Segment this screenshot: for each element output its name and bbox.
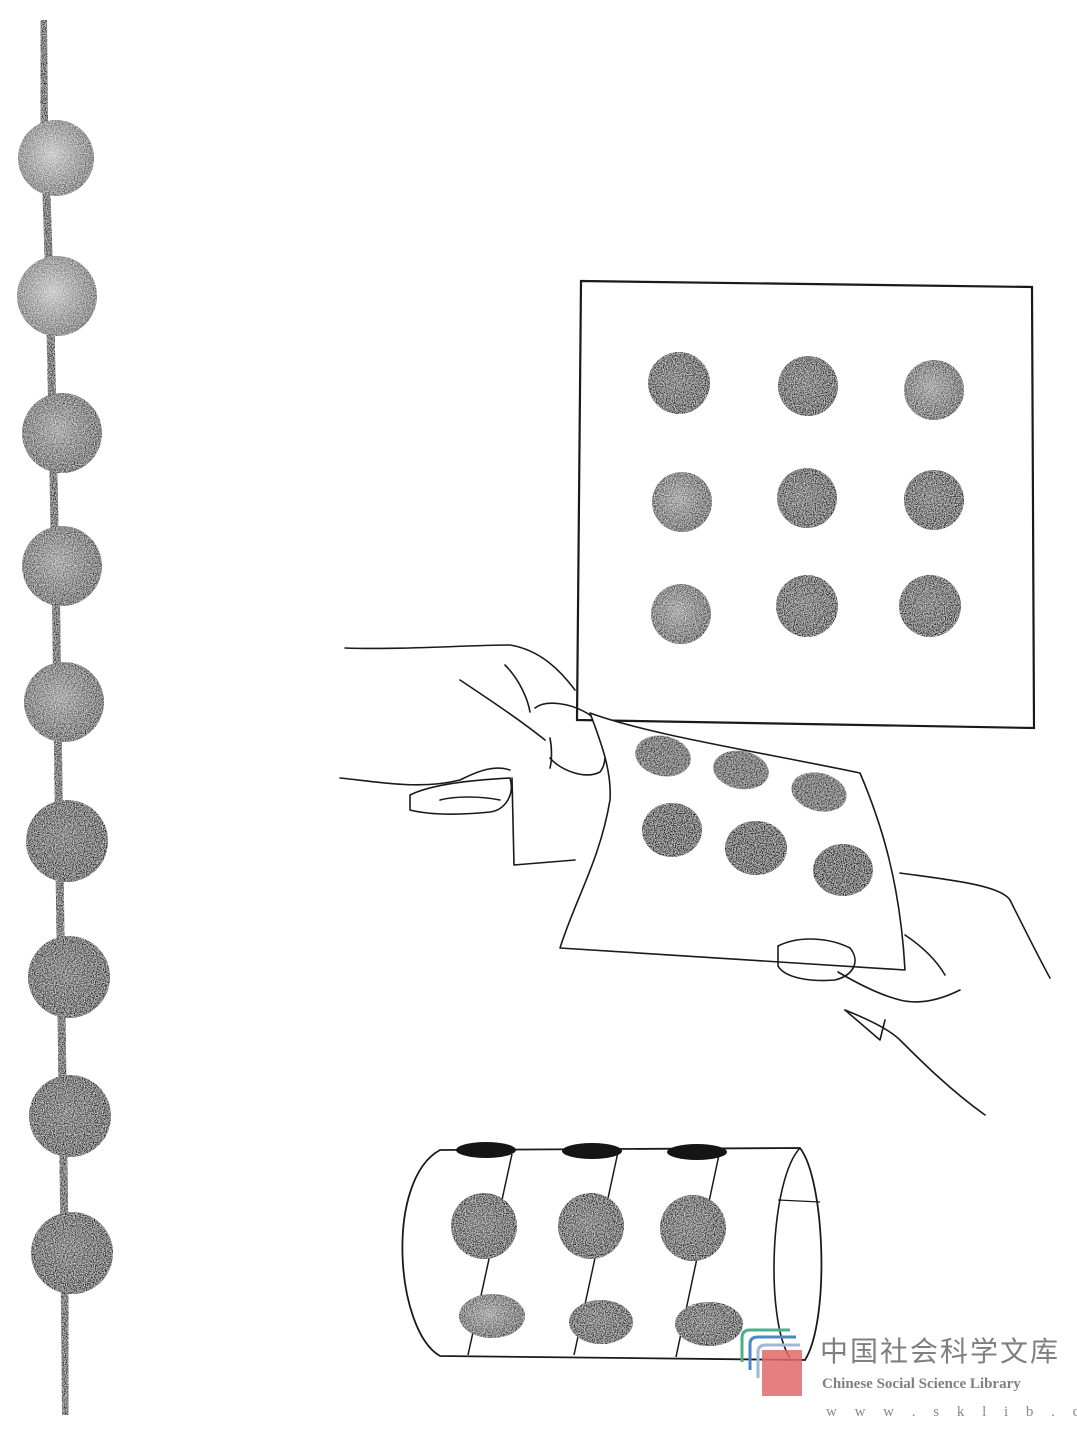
dot — [904, 360, 964, 420]
right-thumb — [777, 938, 856, 982]
watermark-title-en: Chinese Social Science Library — [822, 1376, 1021, 1392]
dot — [456, 1142, 516, 1158]
cylinder-sheet — [401, 1142, 823, 1361]
bead — [29, 1075, 111, 1157]
right-wrist — [844, 1009, 986, 1116]
left-thumb-nail — [549, 737, 553, 769]
bead — [17, 256, 97, 336]
left-arm-top — [344, 644, 576, 691]
dot — [642, 803, 702, 857]
dot — [569, 1300, 633, 1344]
dot — [660, 1195, 726, 1261]
left-arm-bottom — [339, 767, 511, 786]
dot — [451, 1193, 517, 1259]
left-hand-crease — [459, 679, 546, 741]
watermark-url: w w w . s k l i b . c n — [826, 1404, 1077, 1420]
watermark-title-zh: 中国社会科学文库 — [820, 1335, 1061, 1368]
cylinder-back-edge — [773, 1147, 801, 1359]
dot — [904, 470, 964, 530]
bead — [31, 1212, 113, 1294]
right-arm-top — [899, 872, 1051, 979]
right-cuff — [844, 1009, 886, 1041]
dot — [713, 750, 769, 790]
right-hand-crease — [904, 934, 946, 976]
bead — [22, 393, 102, 473]
logo-red-block — [762, 1350, 802, 1396]
bead — [22, 526, 102, 606]
dot — [635, 735, 691, 777]
dot — [459, 1294, 525, 1338]
dot — [648, 352, 710, 414]
bead-string — [17, 19, 113, 1416]
bead — [24, 662, 104, 742]
right-hand-lower — [837, 971, 961, 1003]
bead — [18, 120, 94, 196]
bead — [26, 800, 108, 882]
logo-stroke-lightblue — [756, 1343, 800, 1378]
dot — [899, 575, 961, 637]
flat-sheet — [575, 279, 1036, 730]
dot — [725, 821, 787, 875]
dot — [776, 575, 838, 637]
bent-sheet-dots — [635, 735, 873, 896]
bead — [28, 936, 110, 1018]
left-hand-crease — [504, 664, 531, 713]
dot — [558, 1193, 624, 1259]
logo-stroke-blue — [748, 1335, 796, 1370]
left-fingers — [409, 777, 512, 815]
dot — [652, 472, 712, 532]
cylinder-seam — [777, 1199, 821, 1203]
dot — [778, 356, 838, 416]
dot — [791, 772, 847, 812]
dot — [667, 1144, 727, 1160]
sheet-back-edge — [511, 777, 576, 866]
dot — [562, 1143, 622, 1159]
dot — [813, 844, 873, 896]
left-fingernail — [439, 796, 501, 801]
dot — [651, 584, 711, 644]
logo-stroke-green — [740, 1328, 790, 1362]
dot — [675, 1302, 743, 1346]
dot — [777, 468, 837, 528]
watermark-logo-mark — [740, 1328, 802, 1396]
